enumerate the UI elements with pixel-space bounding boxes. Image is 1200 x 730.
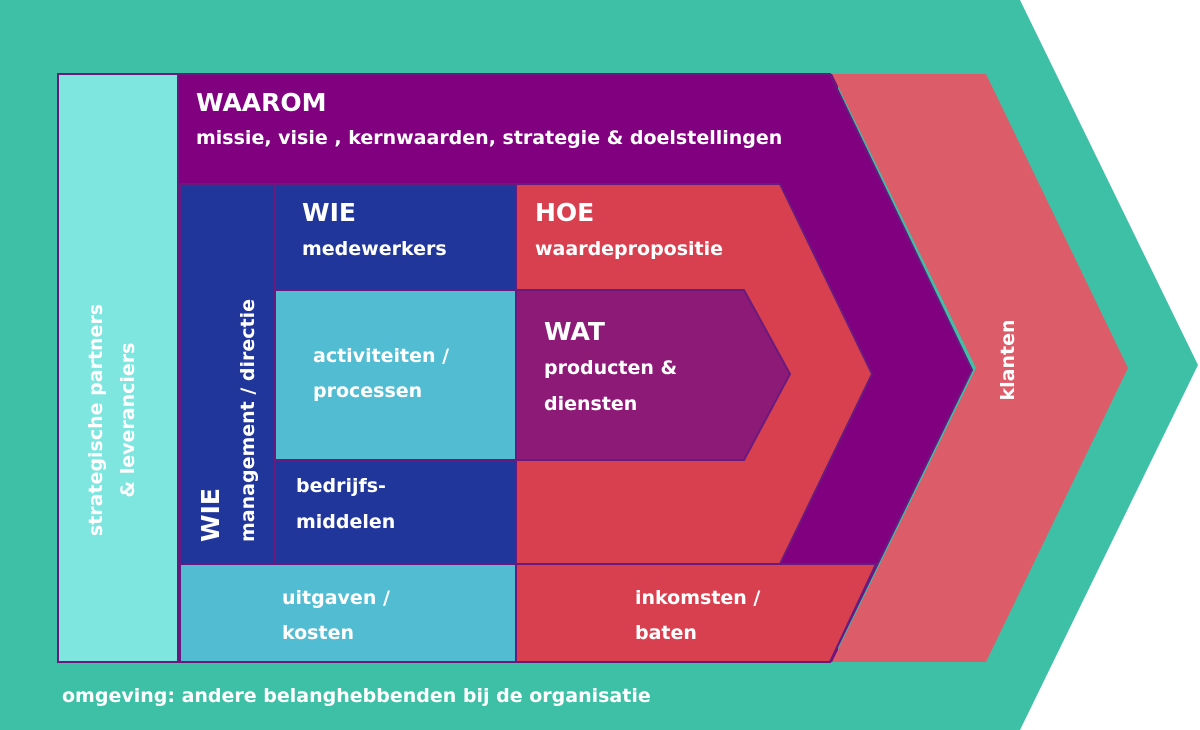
revenue-block [515, 563, 878, 663]
hoe-subtitle: waardepropositie [535, 238, 723, 260]
activities-line1: activiteiten / [313, 345, 449, 367]
costs-block [179, 563, 517, 663]
management-subtitle: management / directie [237, 299, 259, 542]
partners-column [57, 73, 179, 663]
employees-title: WIE [302, 198, 356, 227]
wat-title: WAT [544, 317, 605, 346]
costs-line1: uitgaven / [282, 587, 390, 609]
revenue-line1: inkomsten / [635, 587, 760, 609]
partners-line1: strategische partners [85, 304, 107, 536]
activities-line2: processen [313, 380, 422, 402]
wat-line2: diensten [544, 393, 637, 415]
wat-line1: producten & [544, 357, 677, 379]
customers-label: klanten [997, 320, 1019, 401]
employees-block [274, 183, 517, 291]
management-block [179, 183, 276, 565]
activities-block [274, 289, 517, 461]
environment-label: omgeving: andere belanghebbenden bij de … [62, 685, 651, 707]
customers-shape [832, 74, 1128, 662]
revenue-line2: baten [635, 622, 697, 644]
partners-line2: & leveranciers [117, 343, 139, 498]
waarom-subtitle: missie, visie , kernwaarden, strategie &… [196, 127, 782, 149]
costs-line2: kosten [282, 622, 354, 644]
waarom-title: WAAROM [196, 88, 327, 117]
management-title: WIE [196, 488, 225, 542]
wat-shape [515, 289, 792, 461]
employees-subtitle: medewerkers [302, 238, 447, 260]
hoe-title: HOE [535, 198, 594, 227]
resources-line1: bedrijfs- [296, 475, 386, 497]
resources-line2: middelen [296, 511, 395, 533]
